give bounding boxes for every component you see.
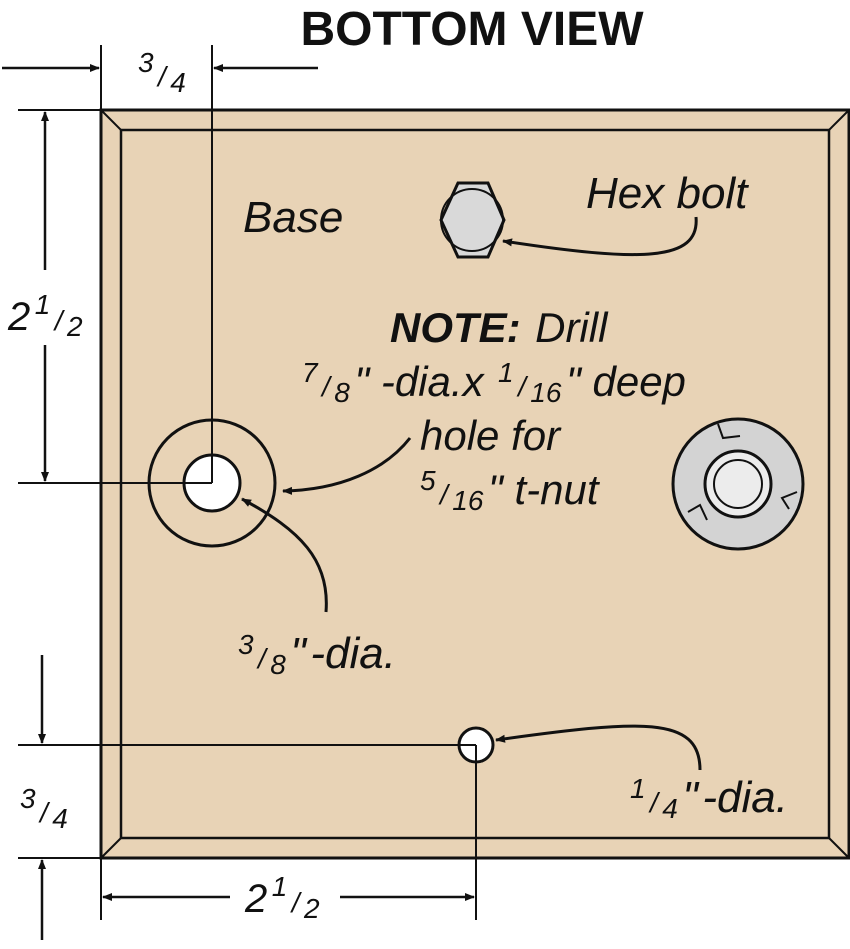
svg-text:NOTE: Drill: NOTE: Drill — [390, 304, 609, 351]
note-dia-text: " -dia.x — [354, 358, 485, 405]
t-nut-icon — [671, 417, 805, 551]
dimension-bottom-width: 2 1 / 2 — [100, 745, 477, 924]
note-frac-1-num: 1 — [498, 357, 514, 388]
svg-text:5 / 16 " t-n: 5 / 16 " t-nut — [420, 465, 601, 516]
dimension-left-height: 2 1 / 2 — [7, 109, 212, 484]
bottom-left-dim-num: 3 — [20, 783, 36, 814]
note-deep-text: " deep — [566, 358, 686, 405]
bottom-dim-num: 1 — [272, 871, 288, 902]
left-dim-num: 1 — [35, 289, 51, 320]
note-frac-16b-den: 16 — [452, 485, 484, 516]
bottom-dim-den: 2 — [303, 893, 320, 924]
svg-text:3 / 4: 3 / 4 — [20, 783, 68, 834]
hex-bolt-icon — [439, 181, 506, 259]
svg-text:3 / 4: 3 / 4 — [138, 47, 186, 98]
note-heading: NOTE: — [390, 304, 521, 351]
bottom-dim-whole: 2 — [244, 877, 267, 921]
note-frac-7-num: 7 — [302, 357, 319, 388]
hole-small-leader-arrow — [241, 497, 328, 613]
dimension-bottom-offset: 3 / 4 — [18, 655, 476, 940]
dimension-top-offset: 3 / 4 — [2, 45, 318, 483]
hex-bolt-leader-arrow — [502, 216, 698, 256]
hex-bolt-label: Hex bolt — [586, 169, 749, 218]
counterbore-leader-arrow — [282, 437, 412, 495]
hole-small-dia-label: 3 / 8 " -dia. — [238, 629, 396, 680]
svg-text:2 1 / 2: 2 1 / 2 — [244, 871, 320, 924]
note-tnut-text: " t-nut — [488, 466, 601, 513]
left-dim-whole: 2 — [7, 295, 30, 339]
svg-text:7 / 8 " -dia: 7 / 8 " -dia.x 1 / 16 " deep — [302, 357, 686, 408]
drill-note: NOTE: Drill 7 / 8 " -dia.x 1 / 16 " deep… — [302, 304, 686, 516]
hole-bottom-dia-label: 1 / 4 " -dia. — [630, 773, 788, 824]
svg-text:2 1 / 2: 2 1 / 2 — [7, 289, 83, 342]
top-dim-den: 4 — [170, 67, 186, 98]
top-dim-num: 3 — [138, 47, 154, 78]
hole-bottom-leader-arrow — [495, 724, 702, 771]
base-label: Base — [243, 193, 343, 242]
note-frac-16-den: 16 — [530, 377, 562, 408]
diagram-title: BOTTOM VIEW — [300, 3, 644, 56]
note-drill: Drill — [535, 304, 609, 351]
bottom-left-dim-den: 4 — [52, 803, 68, 834]
note-frac-8-den: 8 — [334, 377, 350, 408]
note-frac-5-num: 5 — [420, 465, 436, 496]
note-hole-for: hole for — [420, 412, 562, 459]
left-dim-den: 2 — [66, 311, 83, 342]
